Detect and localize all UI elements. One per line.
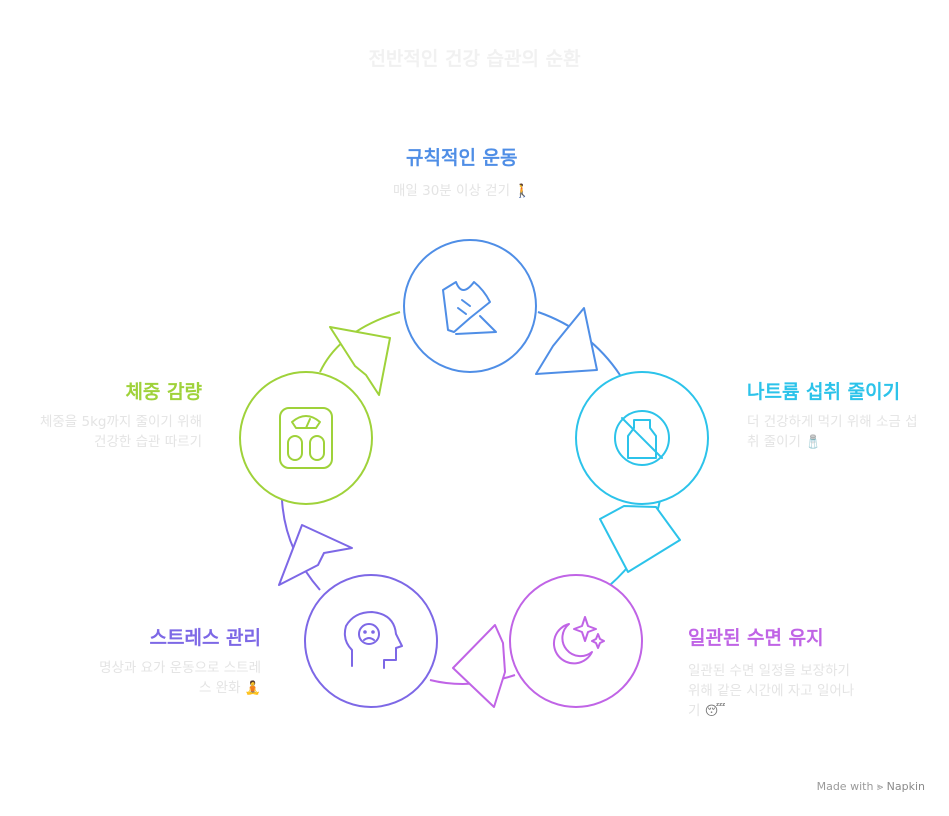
node-weight [239, 371, 373, 505]
scale-icon [279, 407, 333, 469]
sleeping-emoji: 😴 [704, 704, 726, 719]
step-desc-stress: 명상과 요가 운동으로 스트레스 완화 🧘 [99, 660, 261, 696]
salt-emoji: 🧂 [805, 435, 822, 450]
step-desc-weight: 체중을 5kg까지 줄이기 위해 건강한 습관 따르기 [39, 414, 202, 450]
node-sleep [509, 574, 643, 708]
walking-emoji: 🚶 [514, 184, 531, 199]
napkin-logo-icon: ⪢ [876, 780, 884, 793]
step-desc-exercise: 매일 30분 이상 걷기 🚶 [393, 183, 531, 199]
step-title-weight: 체중 감량 [125, 381, 202, 403]
moon-stars-icon [552, 616, 605, 665]
head-face-icon [343, 611, 403, 669]
arrow-sodium-to-sleep [599, 505, 681, 573]
meditation-emoji: 🧘 [244, 681, 261, 696]
arrow-weight-to-exercise [329, 326, 391, 396]
step-desc-sleep: 일관된 수면 일정을 보장하기 위해 같은 시간에 자고 일어나기 😴 [688, 663, 855, 719]
arrow-exercise-to-sodium [535, 307, 598, 375]
node-stress [304, 574, 438, 708]
diagram-title: 전반적인 건강 습관의 순환 [368, 48, 581, 70]
sneaker-icon [442, 281, 497, 335]
step-title-exercise: 규칙적인 운동 [406, 147, 518, 169]
arrow-stress-to-weight [278, 524, 353, 586]
no-salt-icon [614, 410, 670, 466]
step-title-sodium: 나트륨 섭취 줄이기 [747, 381, 901, 403]
step-title-stress: 스트레스 관리 [149, 627, 262, 649]
made-with-napkin[interactable]: Made with ⪢ Napkin [816, 780, 925, 793]
arrow-sleep-to-stress [452, 624, 506, 708]
step-desc-sodium: 더 건강하게 먹기 위해 소금 섭취 줄이기 🧂 [747, 414, 918, 450]
step-title-sleep: 일관된 수면 유지 [688, 627, 824, 649]
